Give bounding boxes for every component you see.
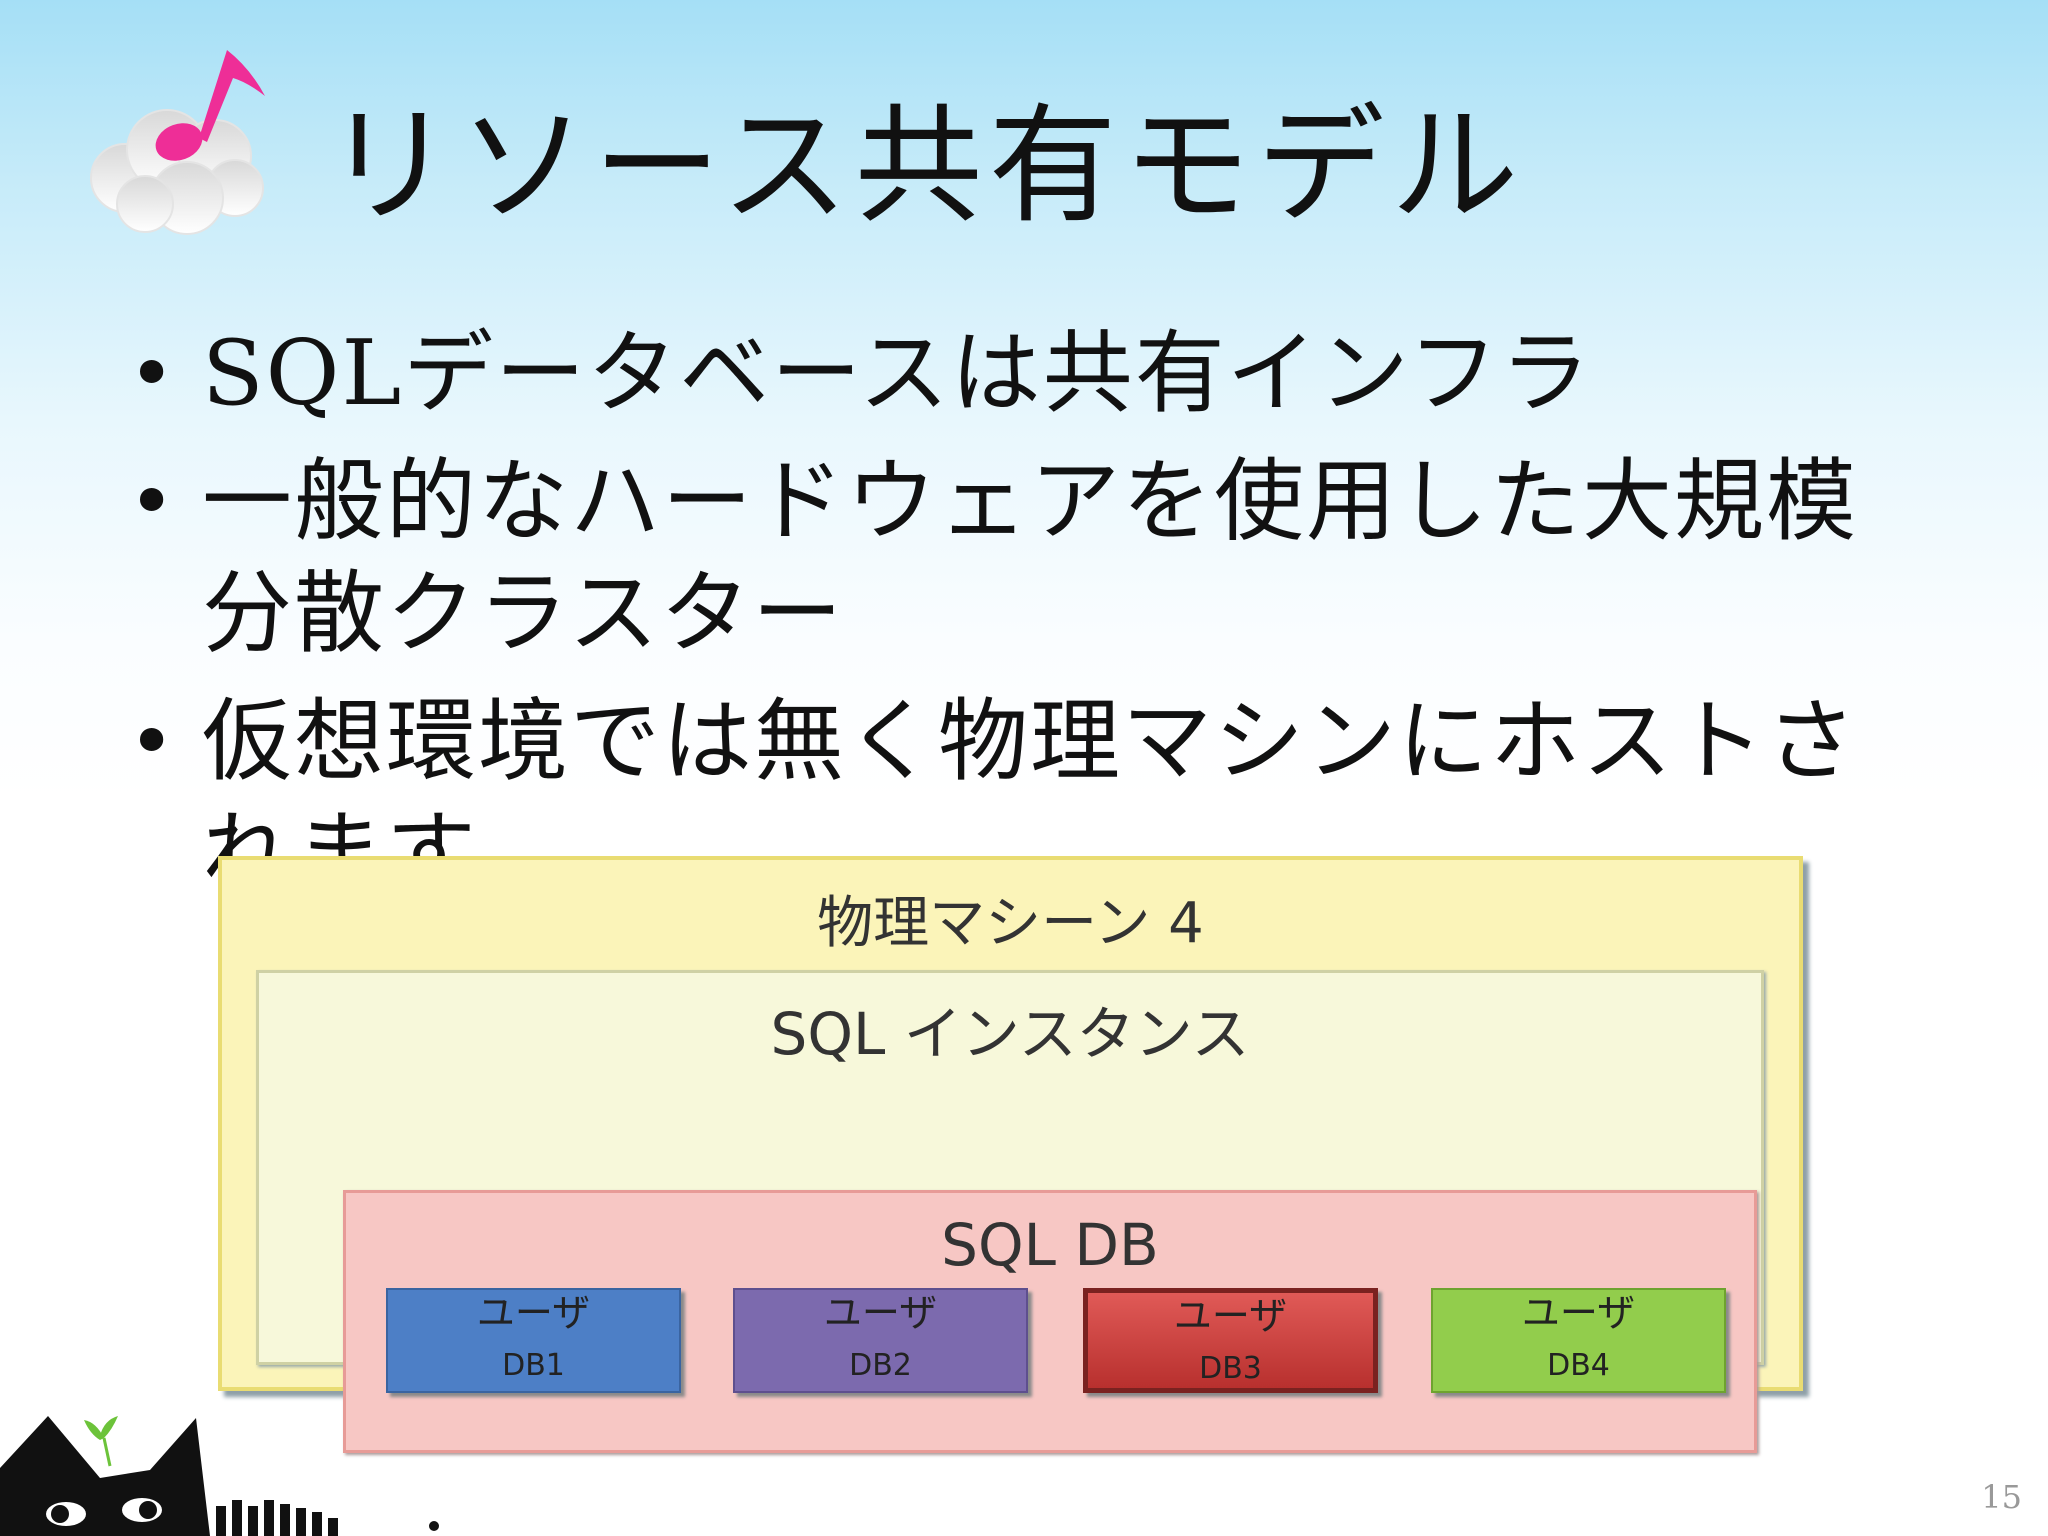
resource-sharing-diagram: 物理マシーン 4 SQL インスタンス SQL DB ユーザ DB1 ユーザ D… <box>218 856 1808 1453</box>
bullet-dot: • <box>128 455 178 548</box>
user-db-title: ユーザ <box>823 1291 938 1335</box>
user-db-name: DB1 <box>502 1348 565 1383</box>
user-db-title: ユーザ <box>476 1291 591 1335</box>
sql-db-box: SQL DB ユーザ DB1 ユーザ DB2 ユーザ DB3 ユーザ <box>343 1190 1757 1453</box>
black-cat-sprout-icon <box>0 1416 439 1536</box>
user-db-2: ユーザ DB2 <box>733 1288 1028 1393</box>
page-number: 15 <box>1981 1478 2022 1516</box>
bullet-dot: • <box>128 695 178 788</box>
bullet-text: 一般的なハードウェアを使用した大規模分散クラスター <box>202 449 1858 666</box>
bullet-list: • SQLデータベースは共有インフラ • 一般的なハードウェアを使用した大規模分… <box>120 318 1920 926</box>
bullet-item: • SQLデータベースは共有インフラ <box>120 318 1920 430</box>
user-db-name: DB2 <box>849 1348 912 1383</box>
user-db-name: DB3 <box>1199 1351 1262 1386</box>
music-note-cloud-icon <box>90 50 265 235</box>
bullet-text: SQLデータベースは共有インフラ <box>202 321 1593 426</box>
physical-machine-label: 物理マシーン 4 <box>817 891 1204 956</box>
sql-instance-box: SQL インスタンス SQL DB ユーザ DB1 ユーザ DB2 ユーザ DB… <box>256 970 1764 1453</box>
slide-title: リソース共有モデル <box>325 92 1525 241</box>
user-db-1: ユーザ DB1 <box>386 1288 681 1393</box>
user-db-3: ユーザ DB3 <box>1083 1288 1378 1393</box>
bullet-item: • 一般的なハードウェアを使用した大規模分散クラスター <box>120 446 1920 670</box>
bullet-dot: • <box>128 327 178 420</box>
sql-instance-label: SQL インスタンス <box>770 1000 1250 1068</box>
sql-db-label: SQL DB <box>941 1211 1159 1279</box>
user-db-title: ユーザ <box>1173 1294 1288 1338</box>
physical-machine-box: 物理マシーン 4 SQL インスタンス SQL DB ユーザ DB1 ユーザ D… <box>218 856 1803 1453</box>
user-db-title: ユーザ <box>1521 1291 1636 1335</box>
user-db-4: ユーザ DB4 <box>1431 1288 1726 1393</box>
user-db-name: DB4 <box>1547 1348 1610 1383</box>
